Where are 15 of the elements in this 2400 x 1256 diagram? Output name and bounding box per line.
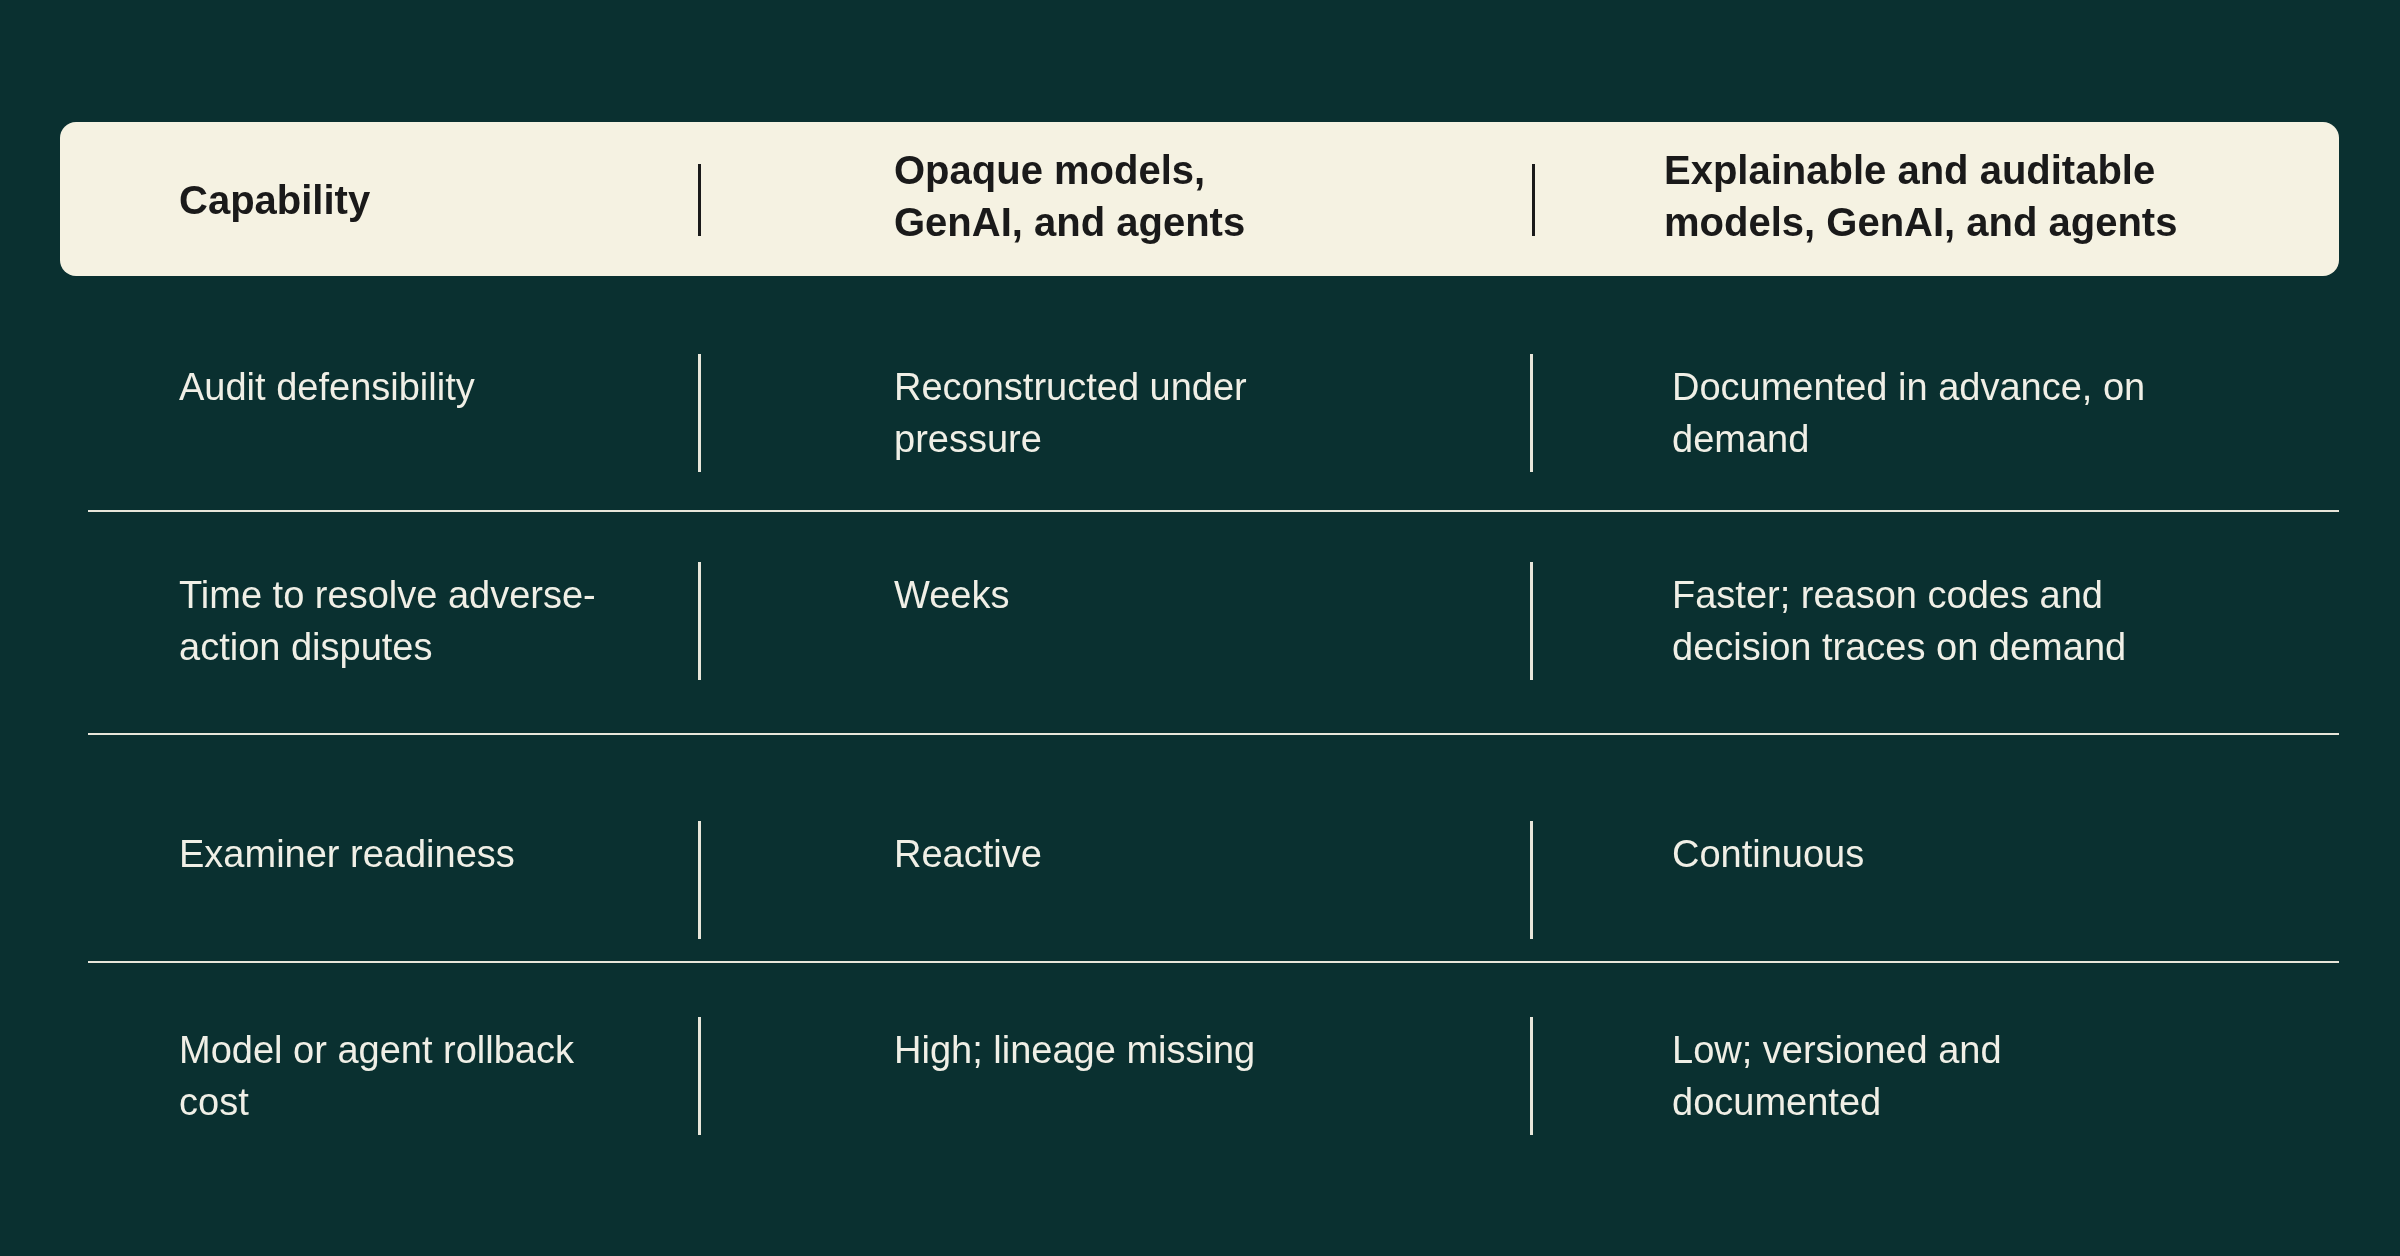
column-header: Explainable and auditable models, GenAI, and agents [1664,147,2179,246]
capability-label: Time to resolve adverse-action disputes [179,573,597,670]
capability-label: Audit defensibility [179,365,475,410]
opaque-value-text: Weeks [894,573,1010,618]
column-header: Capability [179,177,371,224]
explainable-value-text: Continuous [1672,832,1865,877]
explainable-value-text: Faster; reason codes and decision traces on demand [1672,573,2128,670]
opaque-value-text: Reconstructed under pressure [894,365,1248,462]
explainable-value-text: Documented in advance, on demand [1672,365,2147,462]
explainable-value-text: Low; versioned and documented [1672,1028,2003,1125]
opaque-value-text: High; lineage missing [894,1028,1256,1073]
opaque-value-text: Reactive [894,832,1042,877]
capability-label: Model or agent rollback cost [179,1028,575,1125]
capability-label: Examiner readiness [179,832,515,877]
column-header: Opaque models, GenAI, and agents [894,147,1247,246]
